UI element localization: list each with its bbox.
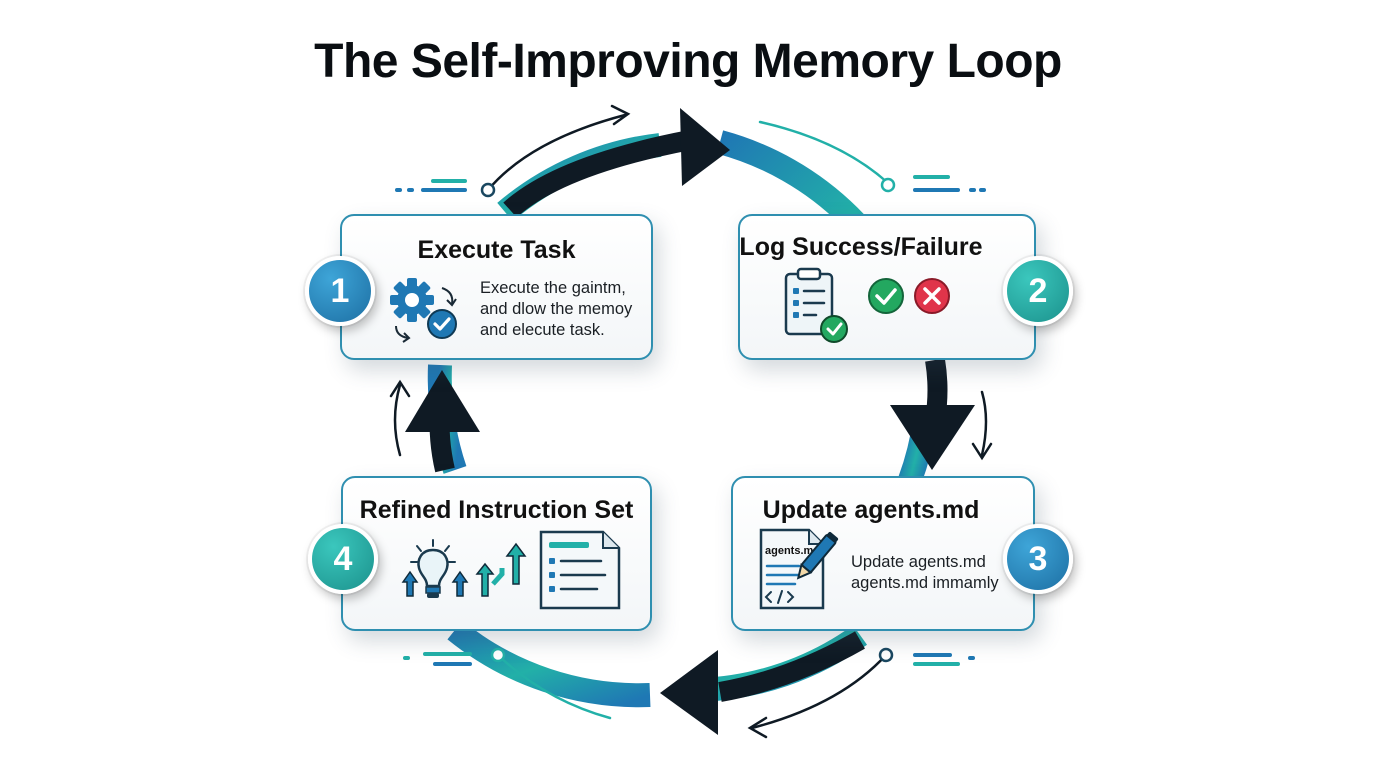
- growth-arrows-icon: [475, 542, 527, 597]
- failure-x-icon: [914, 278, 950, 314]
- step-title: Execute Task: [417, 236, 576, 264]
- description-line: and elecute task.: [480, 321, 605, 339]
- checkmark-badge-icon: [427, 309, 457, 339]
- instruction-document-icon: [539, 530, 621, 610]
- thin-arrows: [389, 104, 993, 739]
- step-card-log-success-failure: Log Success/Failure: [738, 214, 1036, 360]
- pencil-icon: [796, 531, 839, 580]
- step-card-refined-instruction-set: Refined Instruction Set: [341, 476, 652, 631]
- description-line: agents.md immamly: [851, 574, 999, 592]
- step-number-badge-4: 4: [308, 524, 378, 594]
- arrowhead-left: [405, 370, 480, 432]
- step-number-badge-2: 2: [1003, 256, 1073, 326]
- description-line: Update agents.md: [851, 553, 986, 571]
- description-line: Execute the gaintm,: [480, 279, 626, 297]
- clipboard-checklist-icon: [784, 267, 848, 343]
- arrowhead-bottom: [660, 650, 718, 735]
- step-number-badge-1: 1: [305, 256, 375, 326]
- step-title: Refined Instruction Set: [359, 496, 634, 524]
- step-card-update-agents-md: Update agents.md agents.md Update agents…: [731, 476, 1035, 631]
- step-description: Execute the gaintm, and dlow the memoy a…: [480, 278, 632, 341]
- cycle-arrows-icon: [395, 287, 457, 343]
- lightbulb-icon: [401, 539, 469, 598]
- node-dots: [480, 177, 896, 663]
- document-edit-icon: agents.md: [759, 528, 839, 610]
- step-card-execute-task: Execute Task Ex: [340, 214, 653, 360]
- diagram-title: The Self-Improving Memory Loop: [314, 35, 1062, 88]
- step-title: Update agents.md: [762, 496, 980, 524]
- document-label: agents.md: [765, 545, 820, 557]
- arrowheads: [405, 108, 975, 735]
- thin-teal-arcs: [496, 120, 890, 720]
- decorative-dashes: [395, 175, 986, 666]
- code-icon: [764, 590, 795, 604]
- step-number-badge-3: 3: [1003, 524, 1073, 594]
- step-description: Update agents.md agents.md immamly: [851, 552, 999, 594]
- up-arrows-icon: [401, 570, 469, 597]
- arrowhead-right: [890, 405, 975, 470]
- step-title: Log Success/Failure: [739, 233, 983, 261]
- success-check-icon: [868, 278, 904, 314]
- arrowhead-top: [680, 108, 730, 186]
- description-line: and dlow the memoy: [480, 300, 633, 318]
- gear-icon: [390, 278, 457, 343]
